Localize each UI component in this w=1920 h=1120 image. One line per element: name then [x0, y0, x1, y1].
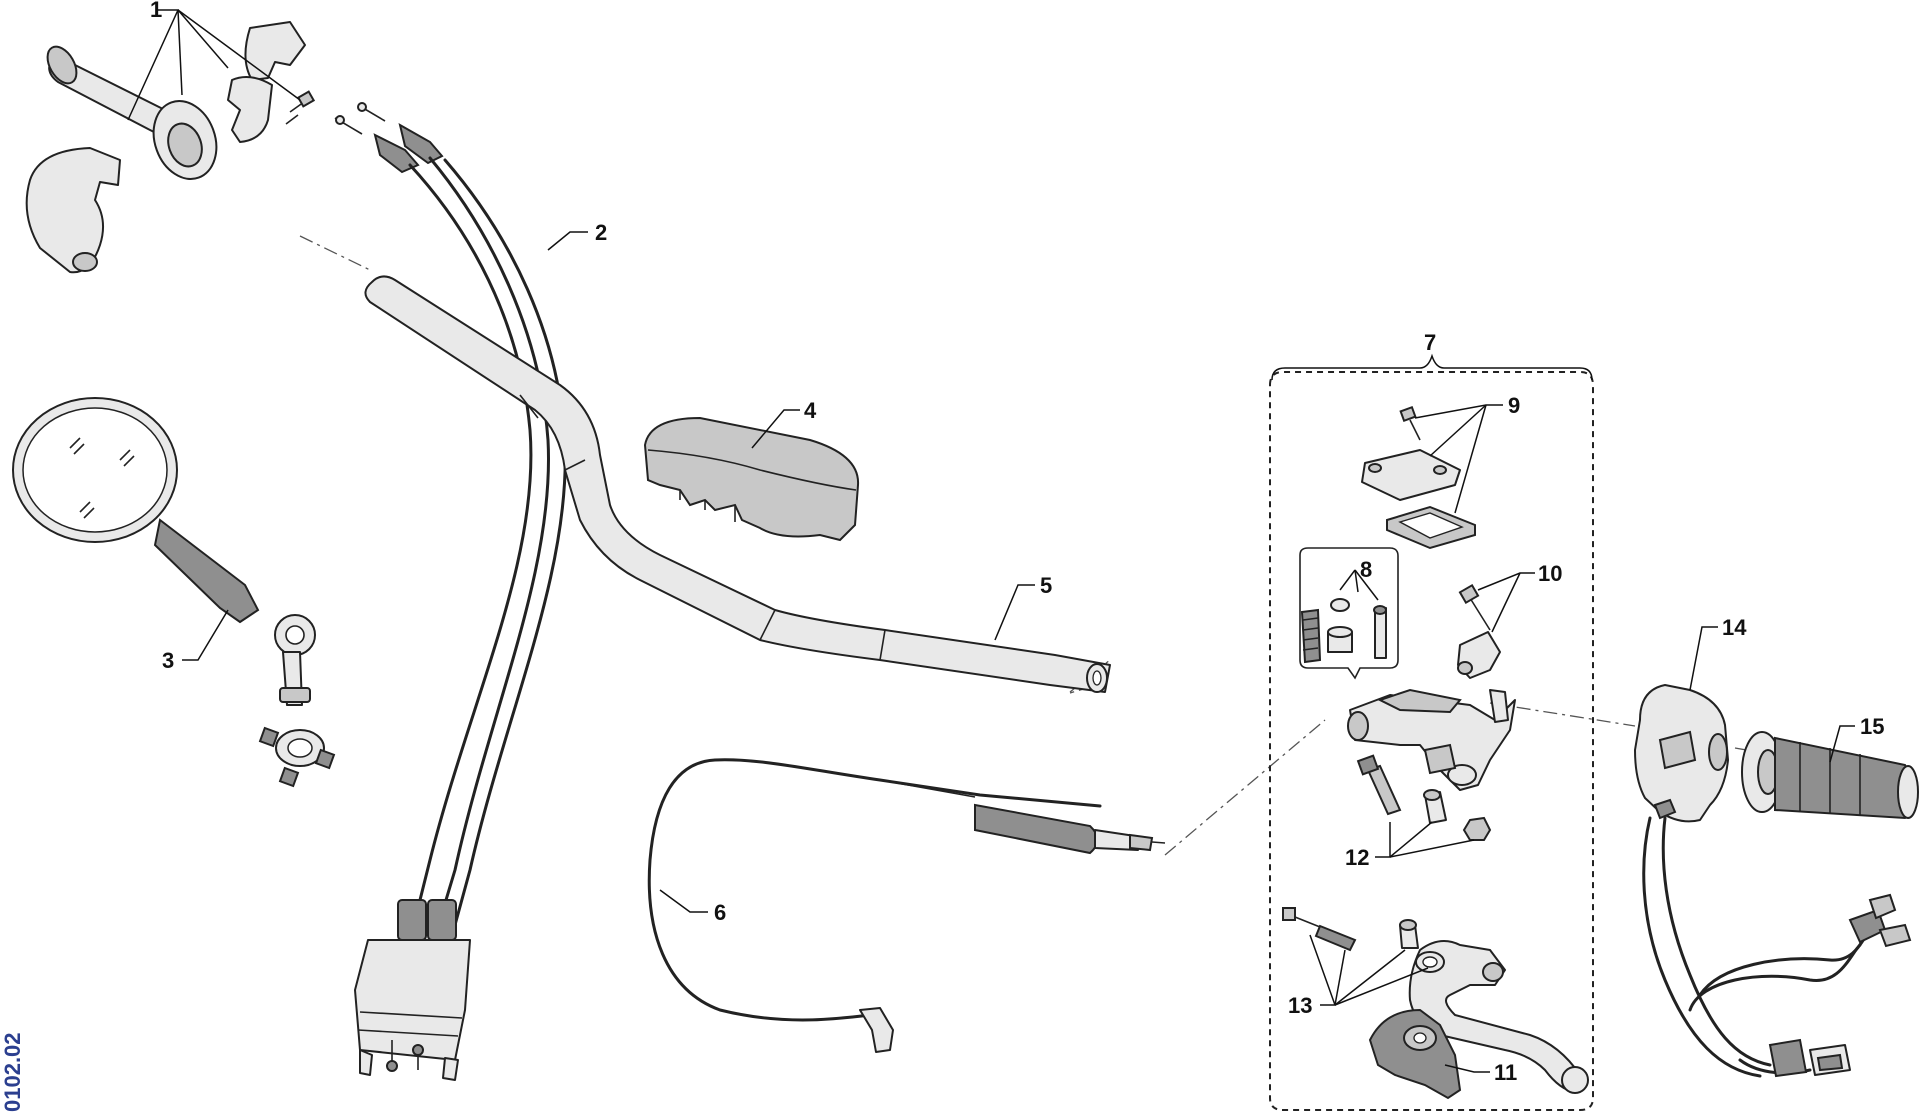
- callout-8: 8: [1360, 557, 1372, 582]
- callout-4: 4: [804, 398, 817, 423]
- callout-11: 11: [1494, 1060, 1517, 1085]
- callout-7: 7: [1424, 330, 1436, 355]
- master-cylinder-kit: [1299, 547, 1399, 680]
- mirror-assembly: [12, 397, 336, 788]
- callout-14: 14: [1722, 615, 1747, 640]
- callout-1: 1: [150, 0, 162, 22]
- callout-15: 15: [1860, 714, 1884, 739]
- callouts: 1 2 3 4 5 6 7 8 9 10 11 12 13 14 15: [150, 0, 1884, 1085]
- clutch-cable: [647, 758, 1166, 1053]
- screw-icon: [289, 90, 316, 113]
- handlebar-pad: [643, 416, 860, 542]
- screw-icon: [1356, 754, 1402, 816]
- clutch-master-group-box: [1269, 371, 1594, 1111]
- callout-13: 13: [1288, 993, 1312, 1018]
- callout-6: 6: [714, 900, 726, 925]
- throttle-grip-assembly: [25, 21, 316, 274]
- handlebar-tube: [364, 275, 1111, 693]
- switch-housing: [1634, 684, 1912, 1078]
- group-bracket: [1271, 353, 1593, 381]
- callout-5: 5: [1040, 573, 1052, 598]
- lever-clamp: [1457, 583, 1501, 679]
- callout-10: 10: [1538, 561, 1562, 586]
- callout-9: 9: [1508, 393, 1520, 418]
- drawing-code: 0102.02: [0, 1032, 25, 1112]
- leader-lines: [127, 9, 1855, 1073]
- callout-2: 2: [595, 220, 607, 245]
- throttle-cables: [334, 102, 567, 1081]
- callout-3: 3: [162, 648, 174, 673]
- callout-12: 12: [1345, 845, 1369, 870]
- lever-cover: [1368, 1008, 1462, 1100]
- left-grip: [1741, 731, 1919, 820]
- screw-icon: [285, 114, 299, 125]
- reservoir-cap: [1361, 405, 1476, 550]
- clutch-master-cylinder: [1347, 688, 1516, 841]
